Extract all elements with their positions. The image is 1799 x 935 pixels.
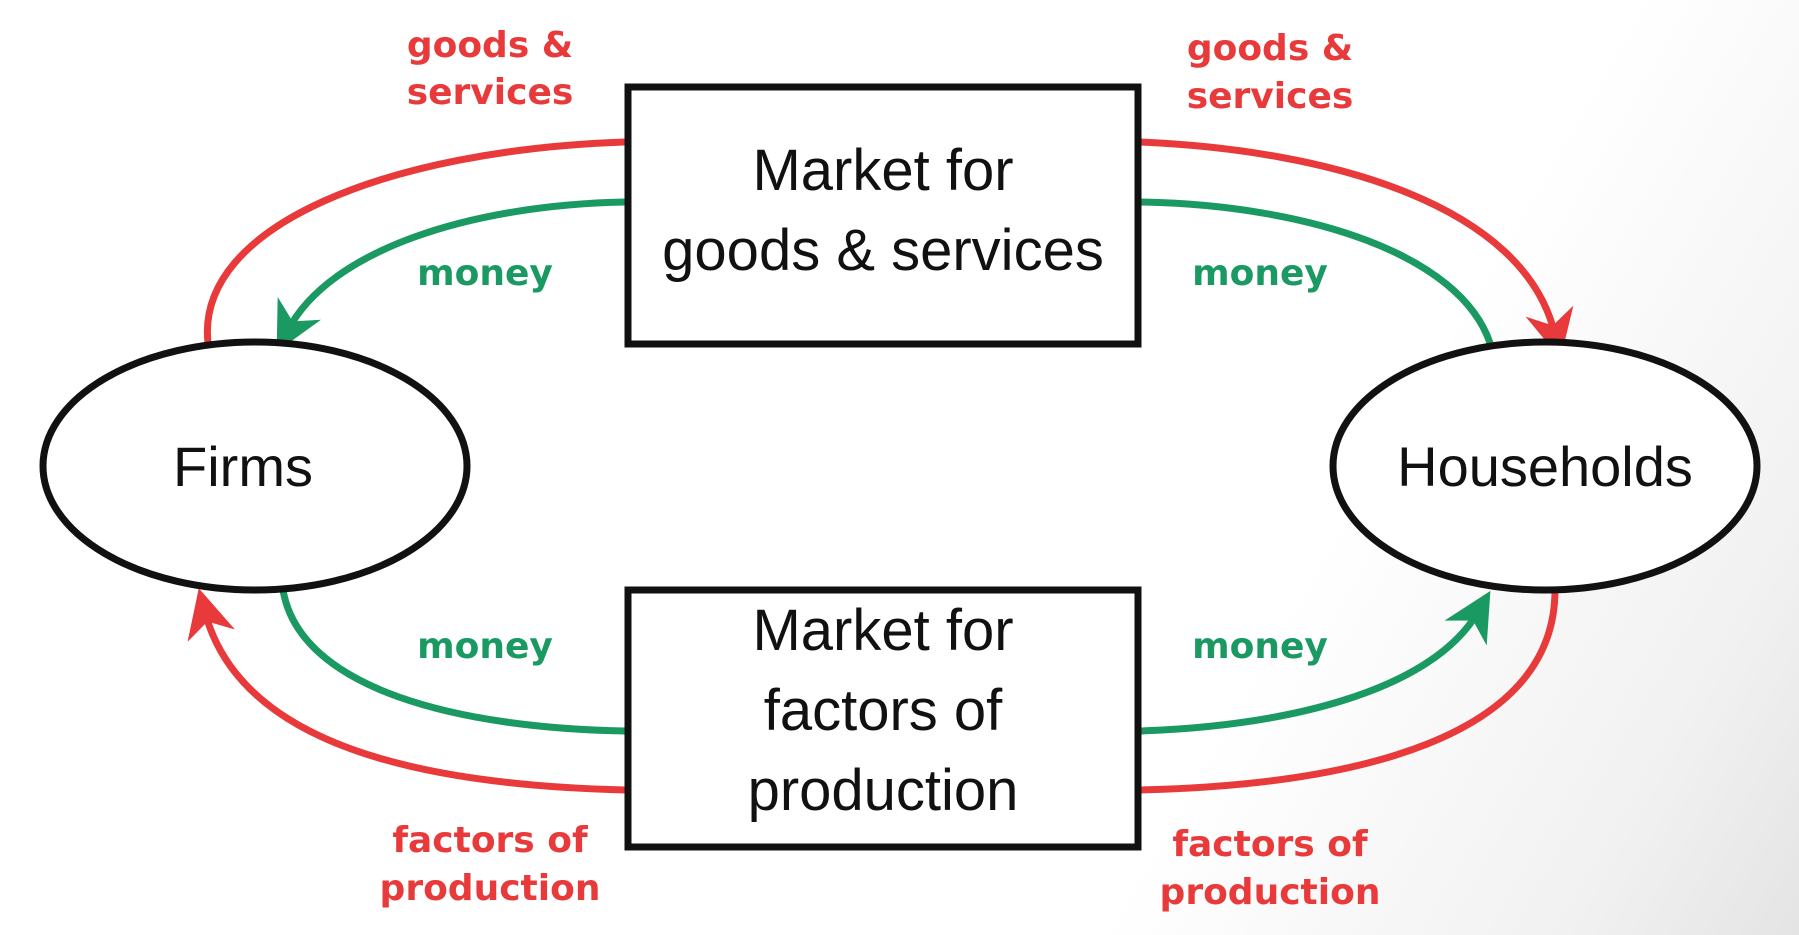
bottom-right-factors-label-line2: production <box>1160 872 1381 913</box>
top-left-money-label: money <box>417 253 553 294</box>
firms-label: Firms <box>173 435 313 498</box>
market-factors-title-line3: production <box>748 758 1019 823</box>
households-node: Households <box>1329 338 1761 594</box>
bottom-right-money-label: money <box>1192 626 1328 667</box>
top-right-goods-label-line1: goods & <box>1187 28 1353 69</box>
market-factors-title-line2: factors of <box>764 678 1003 743</box>
goods-flow-from-firms-line <box>203 138 626 344</box>
top-left-goods-label-line1: goods & <box>407 25 573 66</box>
households-label: Households <box>1397 435 1693 498</box>
market-factors-production-box: Market for factors of production <box>624 586 1142 851</box>
market-goods-title-line1: Market for <box>752 138 1013 203</box>
factors-flow-to-firms-arrow <box>187 588 626 794</box>
bottom-right-factors-label-line1: factors of <box>1172 824 1368 865</box>
market-goods-services-box: Market for goods & services <box>624 83 1142 348</box>
firms-node: Firms <box>39 338 471 594</box>
market-factors-title-line1: Market for <box>752 598 1013 663</box>
money-flow-to-households-arrow <box>1139 590 1491 735</box>
bottom-left-money-label: money <box>417 626 553 667</box>
goods-flow-to-households-arrow <box>1139 138 1574 359</box>
top-left-goods-label-line2: services <box>407 72 574 113</box>
money-flow-from-firms-line <box>279 589 626 735</box>
bottom-left-factors-label-line1: factors of <box>392 820 588 861</box>
money-flow-to-firms-arrow <box>276 198 626 352</box>
money-flow-from-households-line <box>1139 198 1494 345</box>
bottom-left-factors-label-line2: production <box>380 868 601 909</box>
top-right-money-label: money <box>1192 253 1328 294</box>
top-right-goods-label-line2: services <box>1187 76 1354 117</box>
factors-flow-from-households-line <box>1139 589 1559 794</box>
market-goods-title-line2: goods & services <box>662 218 1104 283</box>
